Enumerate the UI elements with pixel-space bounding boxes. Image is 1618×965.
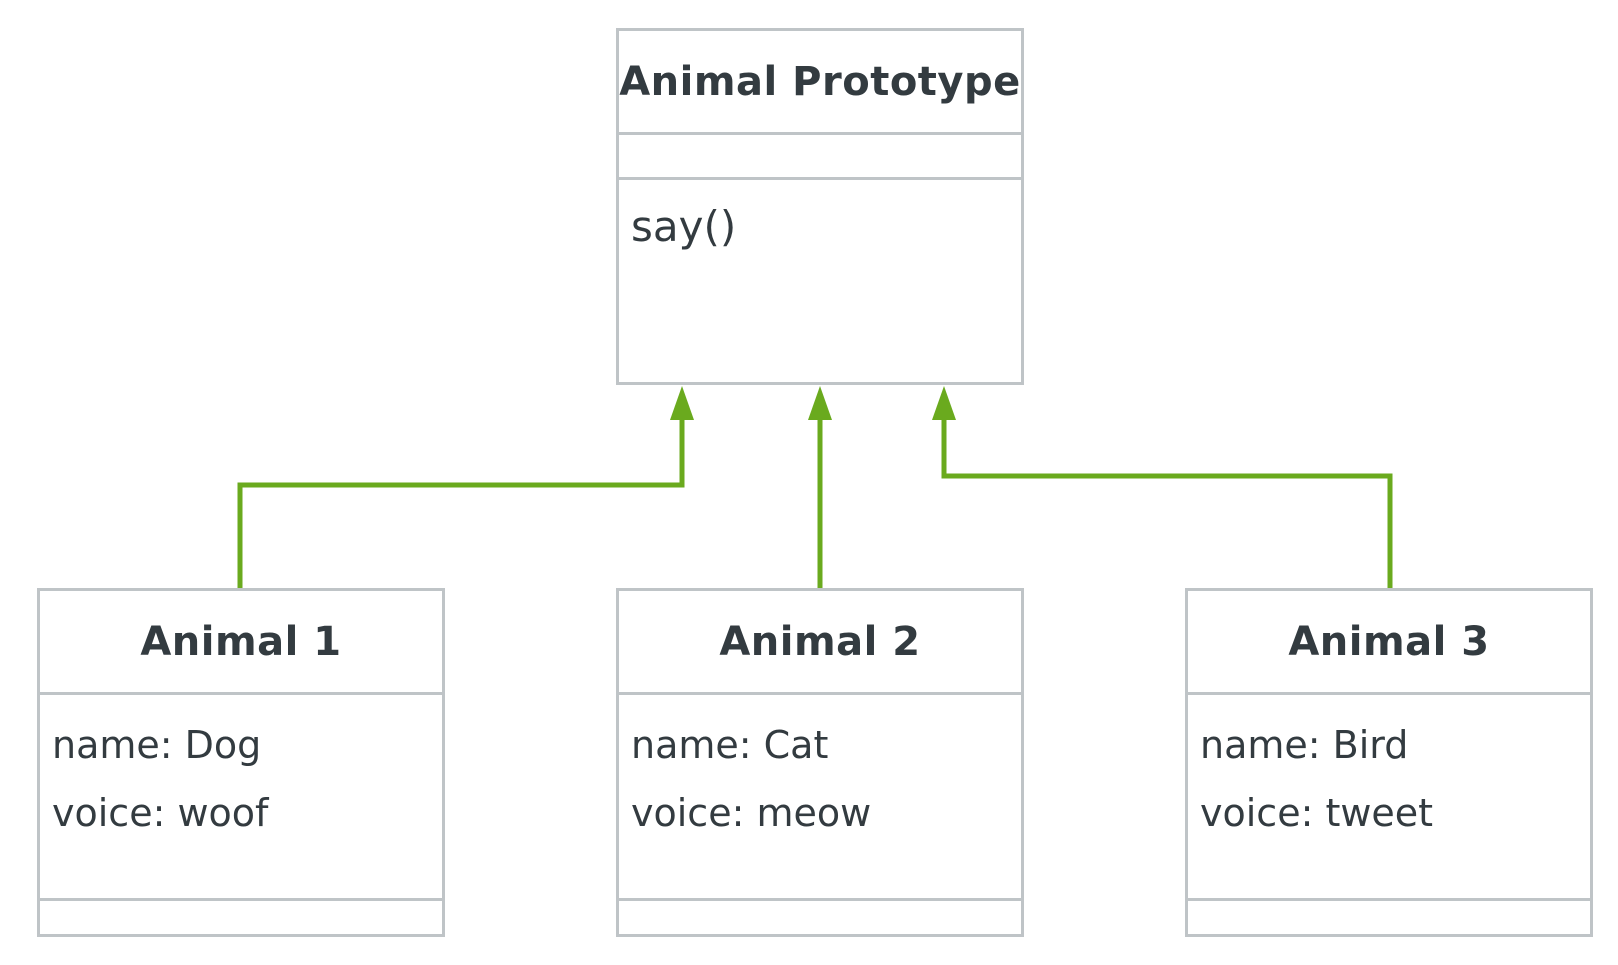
method-say: say() xyxy=(631,202,737,251)
arrowhead-1 xyxy=(670,386,694,420)
animal-3-class-box: Animal 3 name: Bird voice: tweet xyxy=(1185,588,1593,937)
animal-3-attr-name: name: Bird xyxy=(1200,723,1409,767)
animal-3-title: Animal 3 xyxy=(1288,618,1490,665)
prototype-class-box: Animal Prototype say() xyxy=(616,28,1024,385)
animal-1-methods-section xyxy=(40,898,442,934)
animal-1-class-box: Animal 1 name: Dog voice: woof xyxy=(37,588,445,937)
prototype-methods-section: say() xyxy=(619,177,1021,382)
animal-3-methods-section xyxy=(1188,898,1590,934)
animal-2-title: Animal 2 xyxy=(719,618,921,665)
arrowhead-2 xyxy=(808,386,832,420)
animal-3-attr-voice: voice: tweet xyxy=(1200,791,1434,835)
animal-3-title-section: Animal 3 xyxy=(1188,591,1590,692)
animal-2-class-box: Animal 2 name: Cat voice: meow xyxy=(616,588,1024,937)
connector-animal-3-to-prototype xyxy=(941,418,1393,588)
animal-1-attr-voice: voice: woof xyxy=(52,791,269,835)
animal-1-title-section: Animal 1 xyxy=(40,591,442,692)
connector-animal-1-to-prototype xyxy=(237,418,685,588)
animal-1-attributes-section: name: Dog voice: woof xyxy=(40,692,442,898)
prototype-attributes-section xyxy=(619,132,1021,177)
arrowhead-3 xyxy=(932,386,956,420)
animal-2-title-section: Animal 2 xyxy=(619,591,1021,692)
animal-1-attr-name: name: Dog xyxy=(52,723,262,767)
animal-1-title: Animal 1 xyxy=(140,618,342,665)
animal-2-methods-section xyxy=(619,898,1021,934)
prototype-class-title-section: Animal Prototype xyxy=(619,31,1021,132)
prototype-class-title: Animal Prototype xyxy=(619,58,1021,105)
animal-2-attributes-section: name: Cat voice: meow xyxy=(619,692,1021,898)
animal-3-attributes-section: name: Bird voice: tweet xyxy=(1188,692,1590,898)
animal-2-attr-name: name: Cat xyxy=(631,723,829,767)
animal-2-attr-voice: voice: meow xyxy=(631,791,872,835)
